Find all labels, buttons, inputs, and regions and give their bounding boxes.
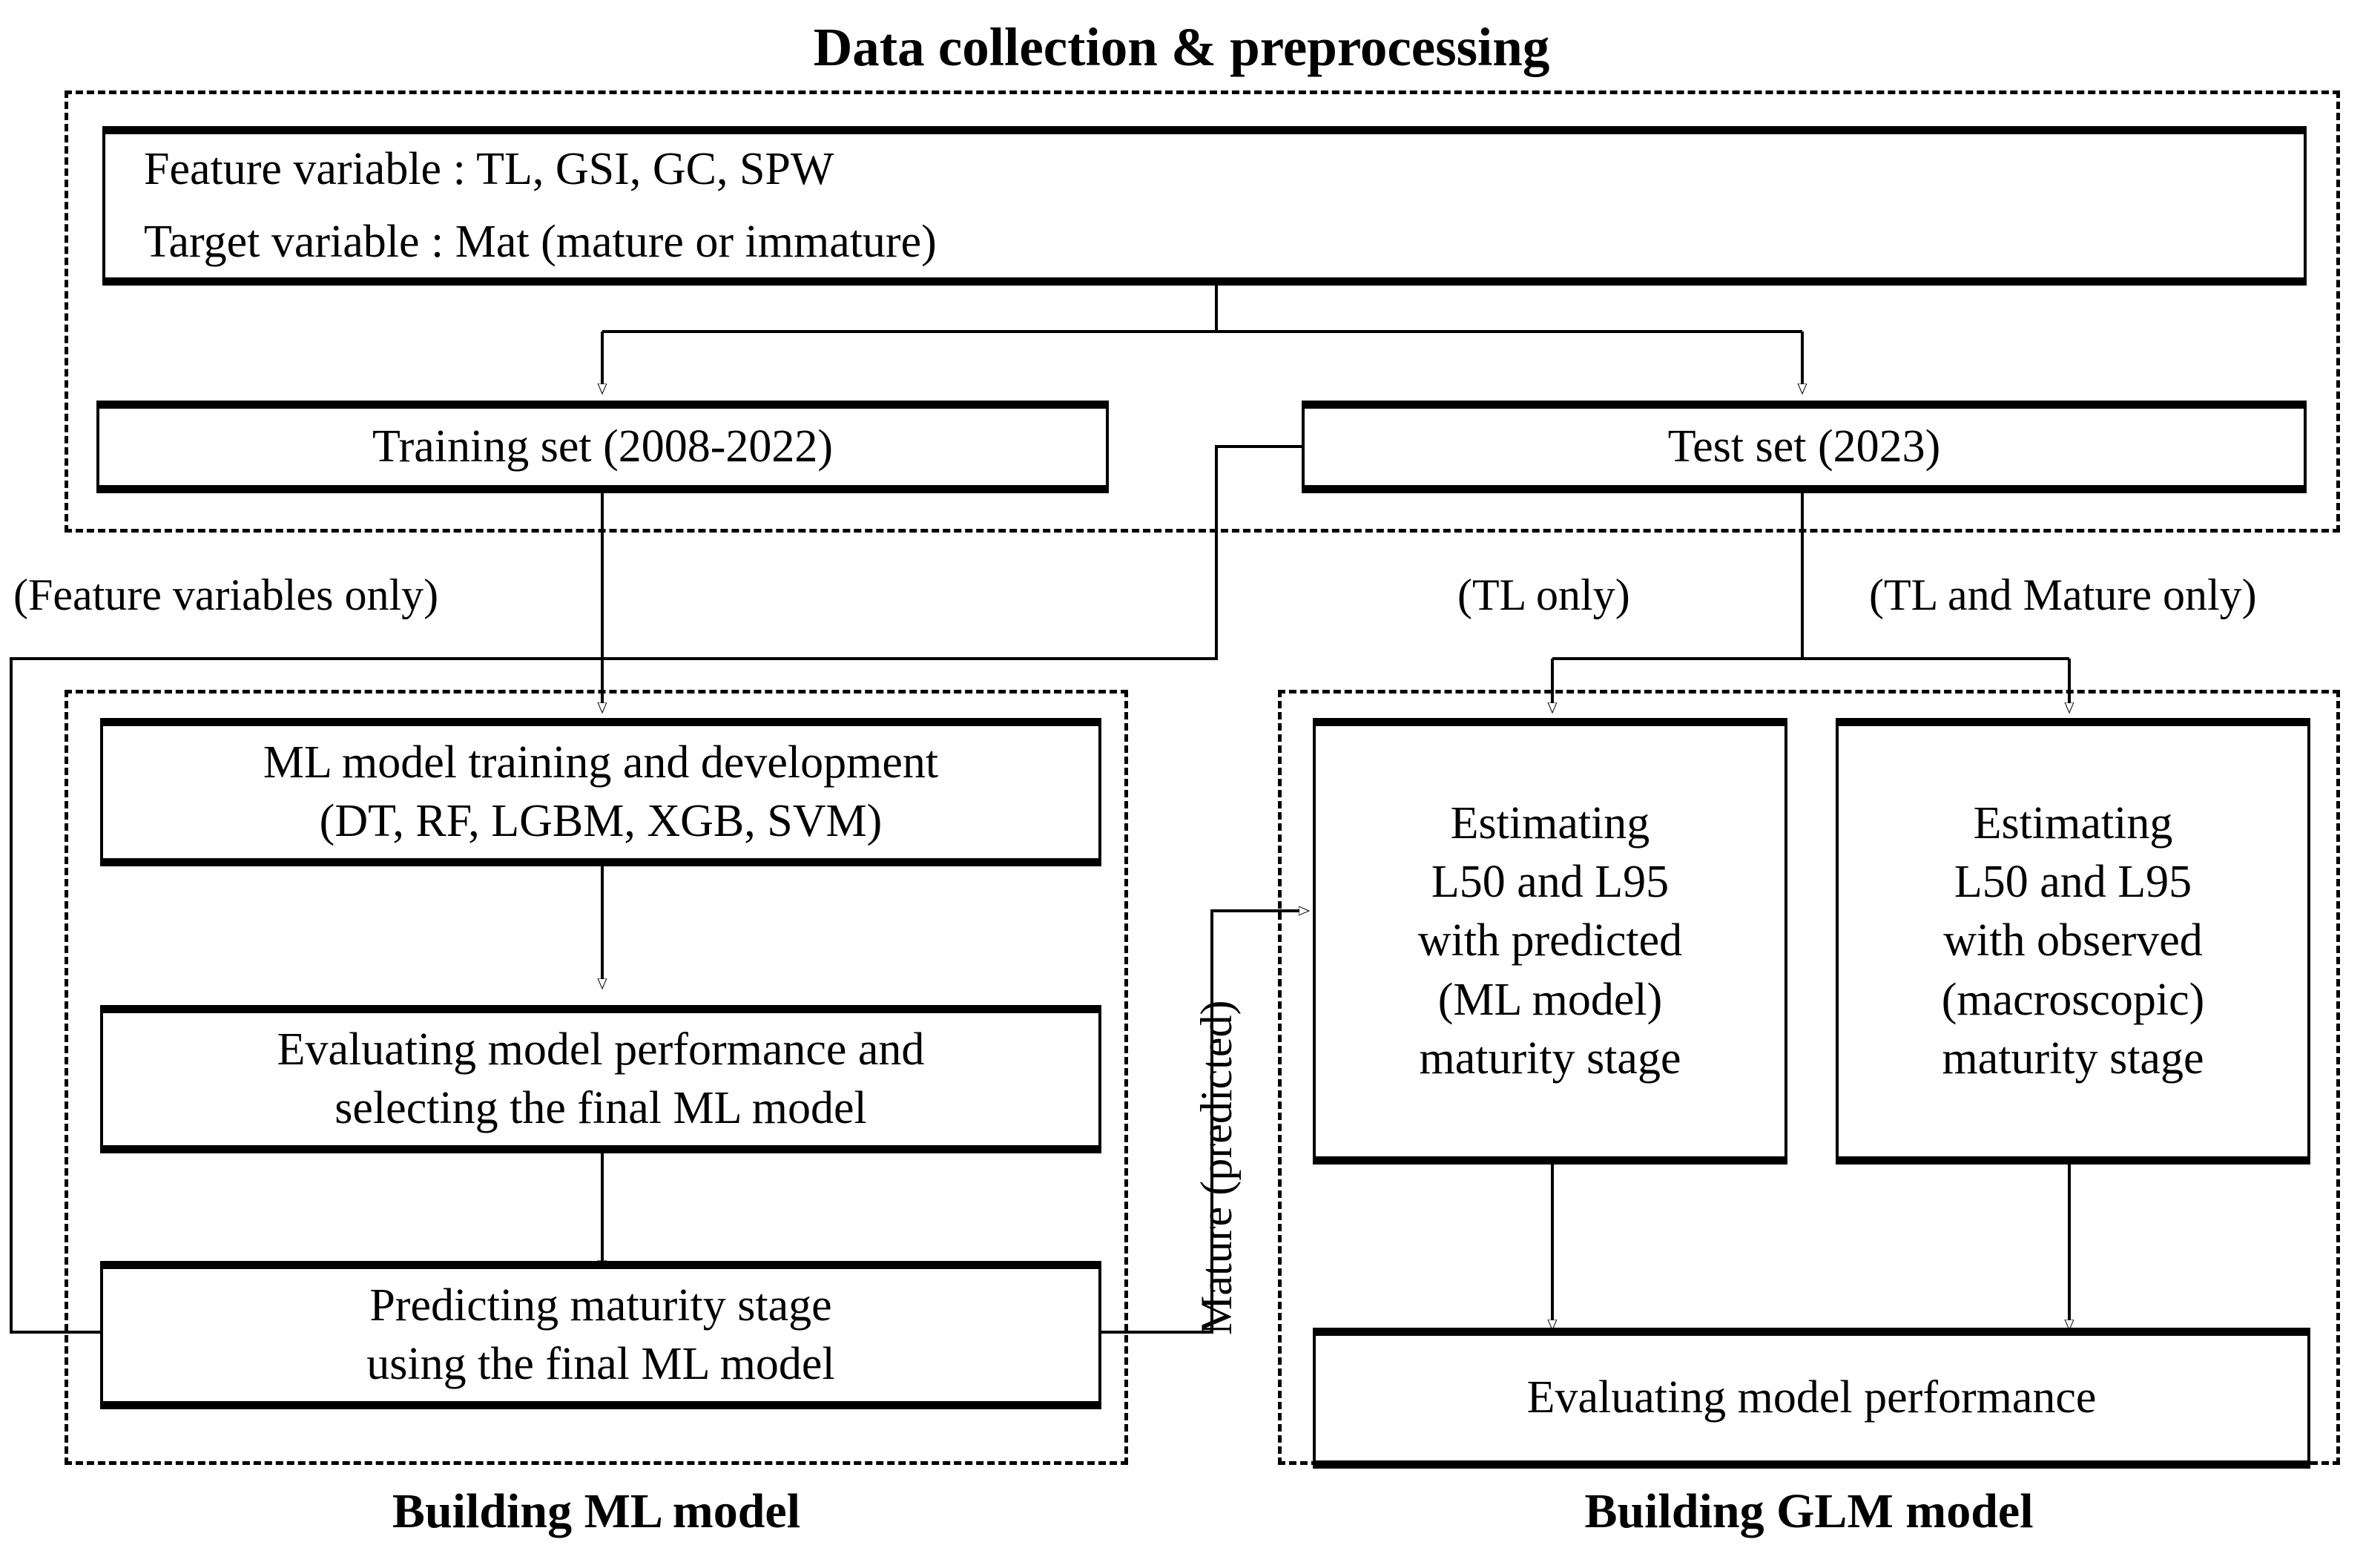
- node-glm-estimating-observed: Estimating L50 and L95 with observed (ma…: [1836, 718, 2310, 1165]
- ml-predicting-line1: Predicting maturity stage: [369, 1279, 832, 1331]
- ml-evaluating-line2: selecting the final ML model: [334, 1083, 867, 1133]
- page-title: Data collection & preprocessing: [813, 17, 1550, 77]
- node-variables: Feature variable : TL, GSI, GC, SPW Targ…: [102, 126, 2307, 286]
- ml-training-line2: (DT, RF, LGBM, XGB, SVM): [319, 796, 883, 846]
- node-ml-evaluating: Evaluating model performance and selecti…: [100, 1005, 1101, 1153]
- caption-building-glm-model: Building GLM model: [1584, 1484, 2034, 1538]
- glm-predicted-line5: maturity stage: [1419, 1033, 1681, 1084]
- edge-label-tl-and-mature-only: (TL and Mature only): [1869, 570, 2257, 619]
- node-ml-training: ML model training and development (DT, R…: [100, 718, 1101, 866]
- glm-observed-line5: maturity stage: [1942, 1033, 2204, 1084]
- glm-predicted-line4: (ML model): [1437, 974, 1663, 1025]
- variables-target-line: Target variable : Mat (mature or immatur…: [144, 216, 937, 267]
- glm-observed-line1: Estimating: [1973, 797, 2173, 849]
- test-set-label: Test set (2023): [1667, 421, 1941, 472]
- node-glm-evaluating: Evaluating model performance: [1313, 1328, 2310, 1469]
- glm-evaluating-label: Evaluating model performance: [1526, 1372, 2097, 1423]
- glm-observed-line2: L50 and L95: [1954, 856, 2192, 907]
- training-set-label: Training set (2008-2022): [372, 421, 834, 472]
- ml-evaluating-line1: Evaluating model performance and: [277, 1024, 925, 1075]
- glm-predicted-line1: Estimating: [1450, 797, 1650, 849]
- edge-label-tl-only: (TL only): [1457, 570, 1630, 619]
- glm-observed-line3: with observed: [1943, 915, 2203, 966]
- node-ml-predicting: Predicting maturity stage using the fina…: [100, 1261, 1101, 1409]
- ml-training-line1: ML model training and development: [263, 737, 939, 788]
- variables-feature-line: Feature variable : TL, GSI, GC, SPW: [144, 144, 834, 195]
- glm-observed-line4: (macroscopic): [1941, 974, 2205, 1025]
- caption-building-ml-model: Building ML model: [392, 1484, 801, 1538]
- glm-predicted-line3: with predicted: [1417, 915, 1683, 966]
- node-training-set: Training set (2008-2022): [96, 401, 1109, 493]
- edge-label-feature-variables-only: (Feature variables only): [13, 570, 439, 619]
- ml-predicting-line2: using the final ML model: [366, 1339, 835, 1389]
- glm-predicted-line2: L50 and L95: [1431, 856, 1670, 907]
- node-glm-estimating-predicted: Estimating L50 and L95 with predicted (M…: [1313, 718, 1787, 1165]
- edge-label-mature-predicted: Mature (predicted): [1192, 1000, 1241, 1335]
- node-test-set: Test set (2023): [1302, 401, 2307, 493]
